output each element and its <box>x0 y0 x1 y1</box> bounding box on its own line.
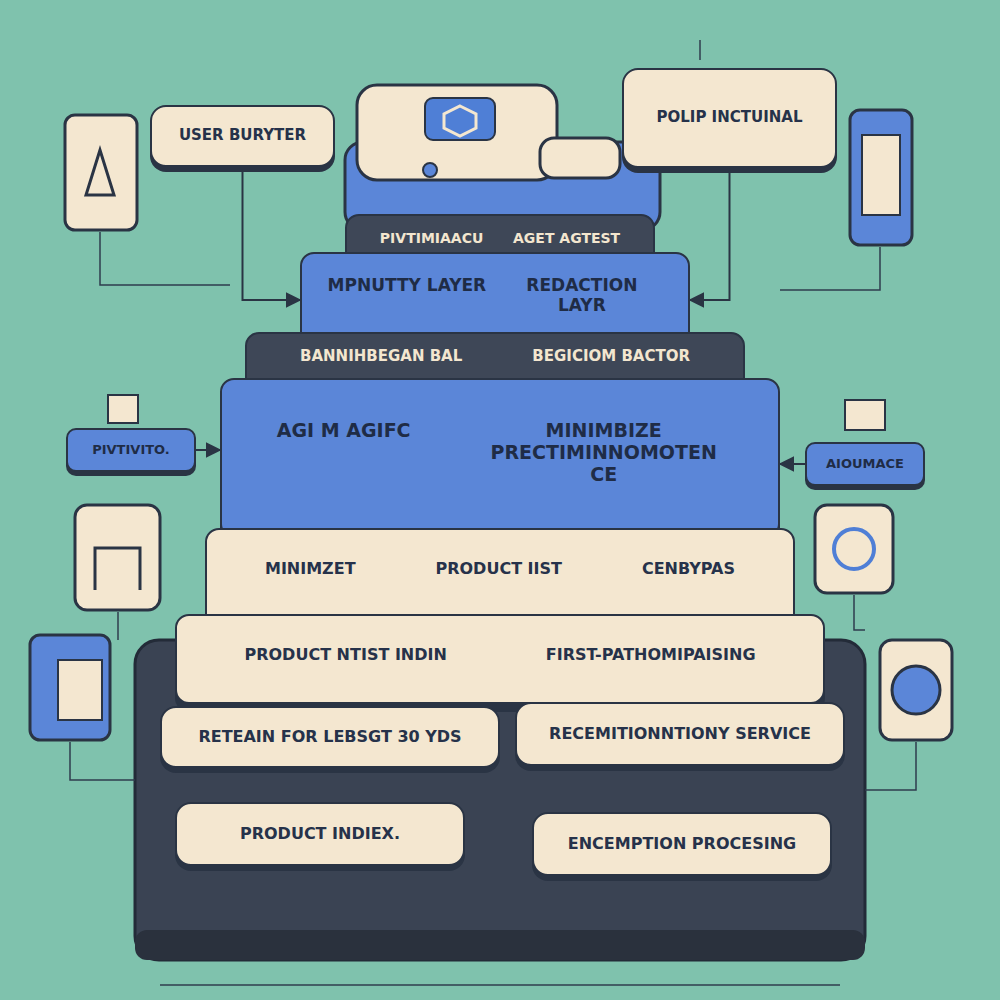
machine-icon <box>845 400 885 430</box>
connector <box>196 449 220 451</box>
node-label: BEGICIOM BACTOR <box>532 348 690 365</box>
stack-tier: AGI M AGIFC MINIMBIZE PRECTIMINNOMOTENCE <box>220 378 780 538</box>
base-pill: PRODUCT INDIEX. <box>175 802 465 866</box>
node-label: AGET AGTEST <box>513 230 620 246</box>
base-pill: ENCEMPTION PROCESING <box>532 812 832 876</box>
leader-line <box>70 742 135 780</box>
stack-tier: MINIMZET PRODUCT IIST CENBYPAS <box>205 528 795 628</box>
connector <box>690 168 730 300</box>
node-label: AIOUMACE <box>826 457 904 472</box>
leader-line <box>100 232 230 285</box>
leader-line <box>780 247 880 290</box>
icon-glyph <box>862 135 900 215</box>
icon-glyph <box>834 529 874 569</box>
leader-line <box>865 742 916 790</box>
base-edge <box>135 930 865 960</box>
callout-pill: USER BURYTER <box>150 105 335 167</box>
connector <box>243 167 301 300</box>
icon-glyph <box>86 150 114 195</box>
node-label: CENBYPAS <box>642 560 735 578</box>
top-cap <box>357 85 557 180</box>
icon-card <box>815 505 893 593</box>
doc-glyph <box>58 660 102 720</box>
side-box: PIVTIVITO. <box>66 428 196 472</box>
side-box: AIOUMACE <box>805 442 925 486</box>
top-dot <box>423 163 437 177</box>
stack-tier: PRODUCT NTIST INDIN FIRST-PATHOMIPAISING <box>175 614 825 704</box>
node-label: BANNIHBEGAN BAL <box>300 348 462 365</box>
node-label: PRODUCT INDIEX. <box>240 825 400 843</box>
node-label: FIRST-PATHOMIPAISING <box>546 646 756 664</box>
icon-glyph <box>892 666 940 714</box>
leader-line <box>117 612 119 640</box>
callout-pill: POLIP INCTUINAL <box>622 68 837 168</box>
top-icon-glyph <box>444 106 476 136</box>
node-label: PIVTIVITO. <box>92 443 170 458</box>
cube-icon <box>108 395 138 423</box>
icon-glyph <box>95 548 140 590</box>
leader-line <box>854 595 865 630</box>
icon-card <box>65 115 137 230</box>
icon-card <box>880 640 952 740</box>
node-label: PRODUCT IIST <box>435 560 562 578</box>
top-icon <box>425 98 495 140</box>
node-label: POLIP INCTUINAL <box>657 109 803 126</box>
top-tab <box>540 138 620 178</box>
leader-line <box>160 984 840 986</box>
node-label: MINIMBIZE PRECTIMINNOMOTENCE <box>484 420 723 486</box>
node-label: PIVTIMIAACU <box>380 230 484 246</box>
node-label: RECEMITIONNTIONY SERVICE <box>549 725 811 743</box>
leader-lines <box>70 40 916 985</box>
node-label: PRODUCT NTIST INDIN <box>244 646 446 664</box>
node-label: MINIMZET <box>265 560 356 578</box>
node-label: ENCEMPTION PROCESING <box>568 835 796 853</box>
icon-card <box>850 110 912 245</box>
doc-card <box>30 635 110 740</box>
connector <box>780 463 805 465</box>
node-label: RETEAIN FOR LEBSGT 30 YDS <box>198 728 461 746</box>
node-label: MPNUTTY LAYER <box>328 276 487 296</box>
node-label: USER BURYTER <box>179 127 306 144</box>
base-pill: RECEMITIONNTIONY SERVICE <box>515 702 845 766</box>
node-label: AGI M AGIFC <box>277 420 411 442</box>
base-pill: RETEAIN FOR LEBSGT 30 YDS <box>160 706 500 768</box>
node-label: REDACTION LAYR <box>501 276 662 315</box>
icon-card <box>75 505 160 610</box>
leader-line <box>699 40 701 60</box>
